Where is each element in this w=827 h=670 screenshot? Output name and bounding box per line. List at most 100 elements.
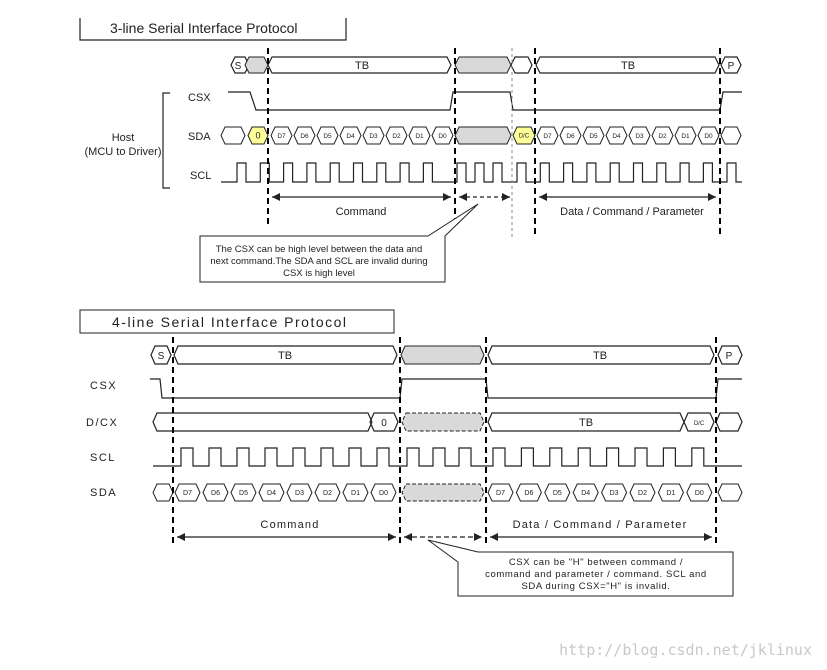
sda-bit-d4: D4 [346,133,355,140]
sda4-bit2-d0: D0 [695,490,704,497]
host-sublabel: (MCU to Driver) [85,146,162,158]
sda-bit2-d5: D5 [589,133,598,140]
sda-bit2-d4-cell [605,126,628,145]
tb-label-second-4: TB [593,350,607,362]
stop-marker: P [728,61,735,72]
csx-note-callout [199,203,479,283]
sda4-bit2-d6-cell [515,483,542,502]
sda-bit2-d7: D7 [543,133,552,140]
csx-note-4-line-2: command and parameter / command. SCL and [485,569,707,580]
csx-waveform [228,91,742,111]
dcx-label: D/CX [86,417,118,429]
sda4-bit-d5: D5 [239,490,248,497]
start-marker-4: S [158,351,165,362]
three-line-frame-row: S TB TB P [230,56,742,74]
three-line-diagram: 3-line Serial Interface Protocol Host (M… [79,18,742,283]
sda4-bit2-d1-cell [657,483,684,502]
sda-bit-d4-cell [339,126,362,145]
data-phase-label: Data / Command / Parameter [560,206,704,218]
four-line-frame-row: S TB TB P [150,345,743,365]
sda4-bit2-d2: D2 [638,490,647,497]
sda-bit2-d0: D0 [704,133,713,140]
sda-bit-d3: D3 [369,133,378,140]
csx-note-line-1: The CSX can be high level between the da… [216,244,423,255]
sda-label: SDA [188,131,211,143]
sda-idle-4-cell [152,483,174,502]
sda-bit2-d0-cell [697,126,720,145]
csx-note-callout-4 [427,539,734,597]
sda-bit2-d4: D4 [612,133,621,140]
sda-bit2-d2-cell [651,126,674,145]
sda-dc-bit-second-cell [512,126,536,145]
csx-note-line-3: CSX is high level [283,268,355,279]
sda-bit2-d1: D1 [681,133,690,140]
sda4-bit2-d7-cell [487,483,514,502]
scl-label: SCL [190,170,211,182]
four-line-title: 4-line Serial Interface Protocol [112,314,348,330]
tb-label-first-4: TB [278,350,292,362]
sda4-bit2-d0-cell [686,483,713,502]
sda4-bit2-d5: D5 [553,490,562,497]
tb-label-second: TB [621,60,635,72]
sda4-bit2-d3: D3 [610,490,619,497]
csx-label-4: CSX [90,380,117,392]
sda-bit2-d3: D3 [635,133,644,140]
sda-bit-d1-cell [408,126,431,145]
scl-waveform [221,162,742,183]
sda-gap-4-cell [401,483,485,502]
sda4-bit2-d6: D6 [524,490,533,497]
sda4-bit-d0: D0 [379,490,388,497]
sda-gap-3-cell [454,126,512,145]
sda4-bit2-d4: D4 [581,490,590,497]
sda4-bit2-d7: D7 [496,490,505,497]
sda4-bit2-d2-cell [629,483,656,502]
sda-bit-d0: D0 [438,133,447,140]
sda4-bit-d3-cell [286,483,313,502]
sda-idle-3-end-cell [720,126,742,145]
host-label: Host [112,132,135,144]
sda4-bit-d2: D2 [323,490,332,497]
sda4-bit2-d1: D1 [666,490,675,497]
sda4-bit-d6: D6 [211,490,220,497]
sda-idle-3-cell [220,126,246,145]
sda-bit-d6: D6 [300,133,309,140]
sda-bit2-d6: D6 [566,133,575,140]
sda-bit-d3-cell [362,126,385,145]
data-phase-label-4: Data / Command / Parameter [513,519,688,531]
csx-label: CSX [188,92,211,104]
sda-label-4: SDA [90,487,117,499]
sda4-bit-d3: D3 [295,490,304,497]
csx-waveform-4 [150,378,742,399]
sda-bit2-d5-cell [582,126,605,145]
sda-bit-d5-cell [316,126,339,145]
dcx-zero-bit: 0 [381,418,387,429]
sda4-bit2-d4-cell [572,483,599,502]
sda-bit-d1: D1 [415,133,424,140]
sda-dc-bit-first: 0 [255,131,260,141]
sda4-bit-d4-cell [258,483,285,502]
sda4-bit-d5-cell [230,483,257,502]
sda-bit-d7: D7 [277,133,286,140]
four-line-diagram: 4-line Serial Interface Protocol CSX D/C… [79,309,743,597]
start-marker: S [235,61,242,72]
sda-dc-bit-second: D/C [519,134,530,140]
sda4-bit-d4: D4 [267,490,276,497]
scl-waveform-4 [153,447,742,467]
sda4-bit-d0-cell [370,483,397,502]
scl-label-4: SCL [90,452,116,464]
sda-bit2-d6-cell [559,126,582,145]
sda4-bit2-d3-cell [601,483,628,502]
sda4-bit-d6-cell [202,483,229,502]
watermark: http://blog.csdn.net/jklinux [559,641,812,659]
csx-note-line-2: next command.The SDA and SCL are invalid… [210,256,427,267]
csx-note-4-line-3: SDA during CSX="H" is invalid. [521,581,670,592]
sda-bit2-d1-cell [674,126,697,145]
tb-label-first: TB [355,60,369,72]
sda-bit2-d3-cell [628,126,651,145]
sda-bit-d0-cell [431,126,454,145]
csx-note-4-line-1: CSX can be "H" between command / [509,557,683,568]
sda4-bit-d1-cell [342,483,369,502]
